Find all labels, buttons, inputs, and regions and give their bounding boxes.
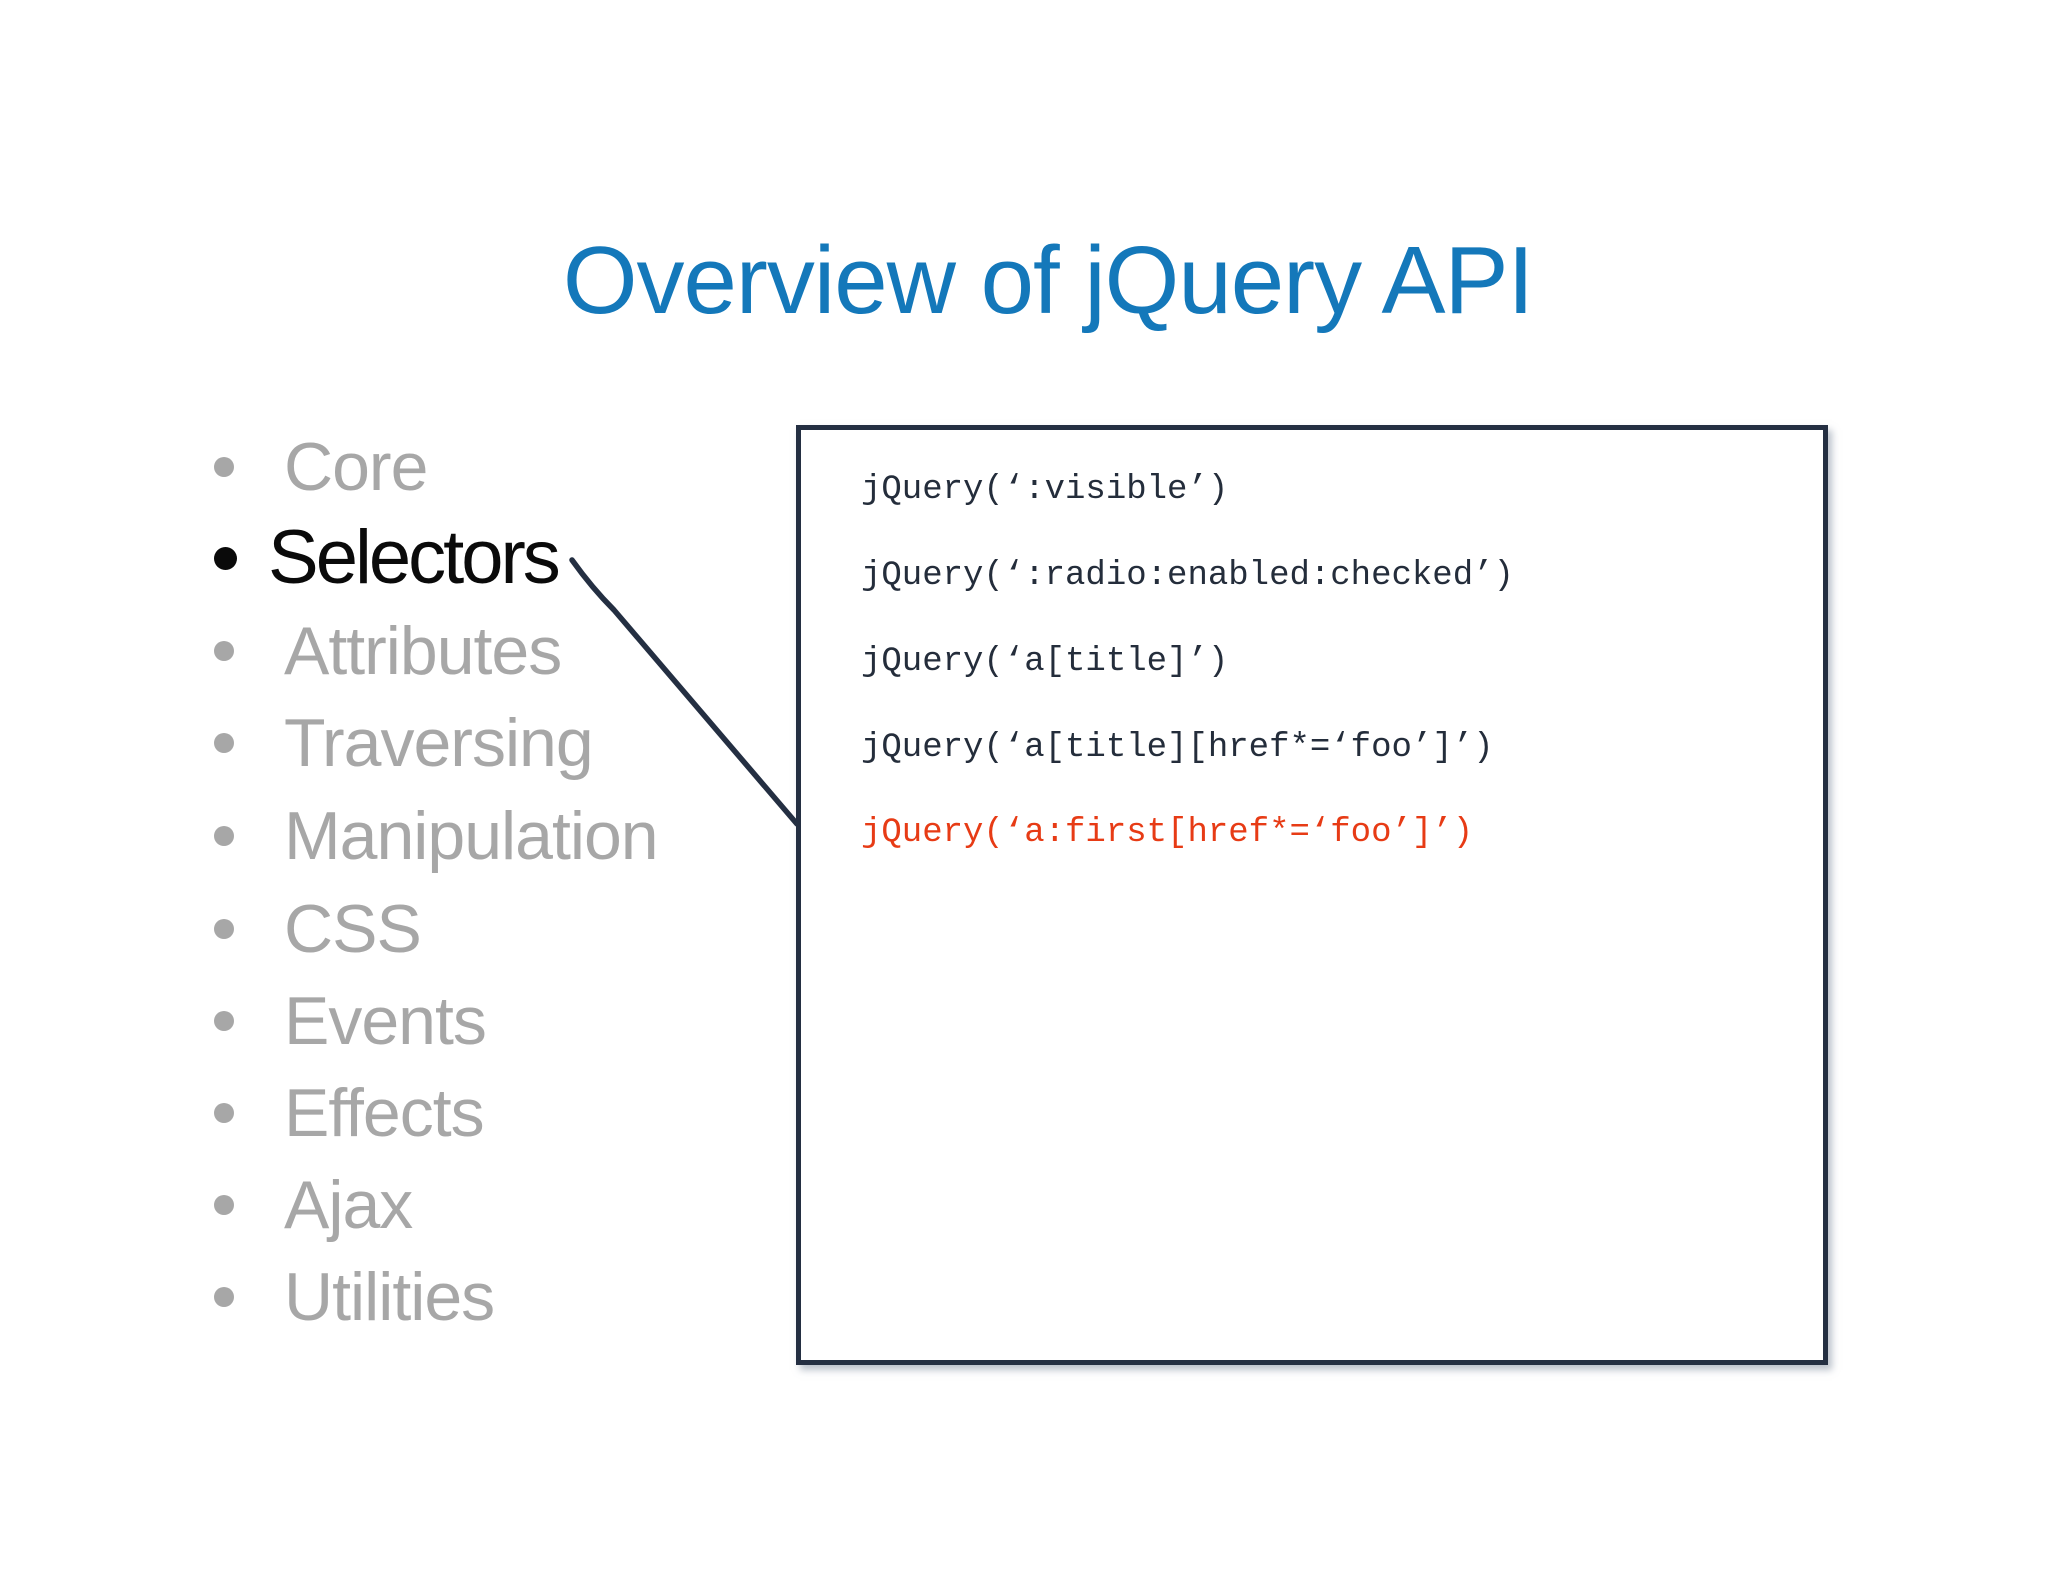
bullet-icon	[214, 1287, 234, 1307]
code-line: jQuery(‘a[title]’)	[861, 643, 1229, 681]
list-item-label: Events	[284, 983, 487, 1059]
list-item-label: Core	[284, 429, 428, 505]
list-item-ajax: Ajax	[214, 1159, 413, 1251]
callout-line	[569, 557, 800, 827]
list-item-label: Traversing	[284, 705, 594, 781]
bullet-icon	[214, 641, 234, 661]
list-item-effects: Effects	[214, 1067, 485, 1159]
list-item-css: CSS	[214, 883, 422, 975]
list-item-manipulation: Manipulation	[214, 790, 659, 882]
list-item-label: CSS	[284, 891, 422, 967]
list-item-traversing: Traversing	[214, 697, 594, 789]
list-item-selectors: Selectors	[214, 512, 561, 604]
code-line: jQuery(‘:visible’)	[861, 471, 1229, 509]
page-title: Overview of jQuery API	[562, 227, 1534, 334]
list-item-utilities: Utilities	[214, 1251, 495, 1343]
list-item-core: Core	[214, 421, 428, 513]
list-item-events: Events	[214, 975, 487, 1067]
bullet-icon	[214, 1011, 234, 1031]
list-item-label: Utilities	[284, 1259, 495, 1335]
list-item-attributes: Attributes	[214, 605, 562, 697]
list-item-label: Selectors	[268, 515, 561, 600]
bullet-icon	[214, 919, 234, 939]
bullet-icon	[214, 1103, 234, 1123]
bullet-icon	[214, 546, 237, 570]
bullet-icon	[214, 826, 234, 846]
code-line: jQuery(‘a[title][href*=‘foo’]’)	[861, 729, 1494, 767]
list-item-label: Attributes	[284, 613, 562, 689]
list-item-label: Effects	[284, 1075, 485, 1151]
bullet-icon	[214, 457, 234, 477]
code-panel	[796, 425, 1828, 1365]
bullet-icon	[214, 733, 234, 753]
code-line: jQuery(‘:radio:enabled:checked’)	[861, 557, 1514, 595]
list-item-label: Manipulation	[284, 798, 659, 874]
bullet-icon	[214, 1195, 234, 1215]
list-item-label: Ajax	[284, 1167, 413, 1243]
code-line-highlighted: jQuery(‘a:first[href*=‘foo’]’)	[861, 814, 1474, 852]
